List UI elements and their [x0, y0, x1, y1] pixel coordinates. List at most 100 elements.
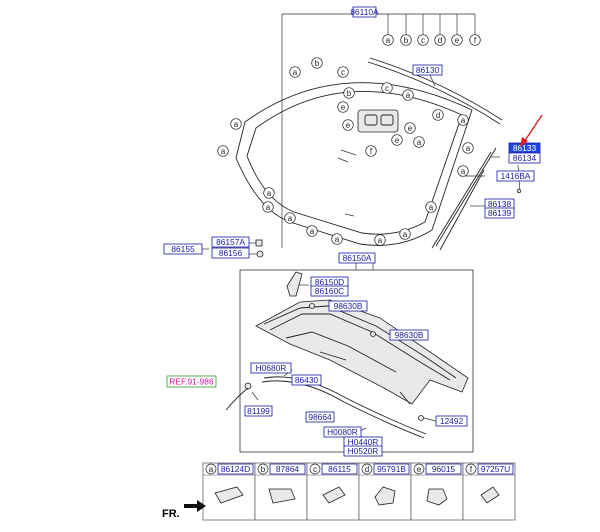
part-label-text: 86160C [315, 286, 344, 296]
svg-text:a: a [429, 203, 434, 212]
side-molding-outer [435, 147, 497, 247]
callout-a: a [331, 233, 343, 245]
svg-text:b: b [347, 89, 352, 98]
reference-label[interactable]: REF.91-986 [166, 375, 217, 388]
legend-letter: c [313, 465, 317, 474]
svg-text:c: c [421, 36, 425, 45]
part-label-text: 81199 [247, 406, 270, 416]
pointer-arrow [520, 114, 543, 147]
part-label-86156[interactable]: 86156 [211, 247, 250, 259]
part-label-h0520r[interactable]: H0520R [343, 445, 383, 457]
part-label-86155[interactable]: 86155 [163, 243, 203, 255]
part-number-labels: 86110A8613086133861341416BA8613886139861… [163, 6, 541, 457]
callout-a: a [230, 118, 242, 130]
callout-b: b [400, 34, 412, 46]
side-molding-inner [439, 169, 485, 251]
part-label-86430[interactable]: 86430 [291, 374, 322, 386]
legend-letter: b [261, 465, 266, 474]
legend-letter: e [417, 465, 422, 474]
svg-text:a: a [335, 235, 340, 244]
svg-text:a: a [378, 236, 383, 245]
legend-part-icon [374, 486, 396, 506]
svg-text:a: a [293, 68, 298, 77]
top-molding [369, 57, 503, 121]
part-label-text: H0680R [256, 363, 287, 373]
svg-text:c: c [341, 68, 345, 77]
part-label-86157a[interactable]: 86157A [211, 236, 250, 248]
svg-text:a: a [461, 116, 466, 125]
callout-b: b [311, 57, 323, 69]
part-label-text: 86155 [171, 244, 195, 254]
svg-text:FR.: FR. [162, 508, 180, 520]
callout-a: a [217, 145, 229, 157]
part-label-text: 86134 [513, 153, 537, 163]
legend-letter: f [470, 465, 473, 474]
part-label-1416ba[interactable]: 1416BA [496, 170, 535, 182]
svg-text:d: d [438, 36, 442, 45]
part-label-86150a[interactable]: 86150A [338, 252, 376, 264]
part-label-h0680r[interactable]: H0680R [250, 362, 292, 374]
part-label-86160c[interactable]: 86160C [310, 285, 349, 297]
svg-text:a: a [267, 189, 272, 198]
callout-a: a [413, 136, 425, 148]
part-label-86130[interactable]: 86130 [412, 64, 443, 76]
mirror-bracket [357, 109, 399, 133]
front-arrow-icon [184, 500, 206, 512]
svg-text:b: b [404, 36, 409, 45]
part-label-text: 98664 [308, 412, 332, 422]
part-label-text: 86150D [315, 277, 344, 287]
callout-a: a [262, 201, 274, 213]
callout-a: a [306, 225, 318, 237]
part-label-86134[interactable]: 86134 [508, 152, 541, 164]
callout-a: a [382, 34, 394, 46]
windshield-glass [235, 82, 473, 246]
svg-text:e: e [341, 103, 346, 112]
callout-c: c [381, 82, 393, 94]
part-label-text: 86110A [350, 7, 379, 17]
callout-a: a [425, 201, 437, 213]
callout-f: f [365, 145, 377, 157]
svg-text:a: a [417, 138, 422, 147]
part-label-text: H0080R [327, 427, 358, 437]
callout-a: a [399, 228, 411, 240]
svg-text:a: a [288, 214, 293, 223]
part-label-98630b_2[interactable]: 98630B [389, 329, 429, 341]
part-label-text: 12492 [440, 416, 464, 426]
part-label-text: 86430 [295, 375, 319, 385]
part-label-98630b_1[interactable]: 98630B [328, 300, 368, 312]
svg-text:f: f [474, 36, 477, 45]
svg-text:a: a [234, 120, 239, 129]
callout-d: d [434, 34, 446, 46]
callout-a: a [263, 187, 275, 199]
part-label-text: H0520R [348, 446, 379, 456]
part-label-h0080r[interactable]: H0080R [323, 426, 362, 438]
legend-part-icon [214, 486, 244, 504]
part-label-86139[interactable]: 86139 [484, 207, 515, 219]
legend-part-icon [268, 488, 296, 504]
cowl-weatherstrip [263, 376, 427, 435]
part-label-86133[interactable]: 86133 [508, 142, 541, 154]
part-label-text: 86157A [216, 237, 245, 247]
part-label-text: 86139 [488, 208, 512, 218]
legend-part-icon [322, 486, 346, 504]
part-label-86110a[interactable]: 86110A [350, 6, 379, 18]
part-label-12492[interactable]: 12492 [435, 415, 468, 427]
legend-part-number: 95791B [377, 464, 406, 474]
svg-text:a: a [406, 91, 411, 100]
part-label-81199[interactable]: 81199 [244, 405, 273, 417]
callout-f: f [469, 34, 481, 46]
svg-text:a: a [221, 147, 226, 156]
part-label-98664[interactable]: 98664 [305, 411, 335, 423]
callout-c: c [337, 66, 349, 78]
cowl-panel [255, 299, 469, 405]
callout-a: a [457, 114, 469, 126]
cowl-top-cover [286, 271, 303, 297]
callout-e: e [404, 122, 416, 134]
